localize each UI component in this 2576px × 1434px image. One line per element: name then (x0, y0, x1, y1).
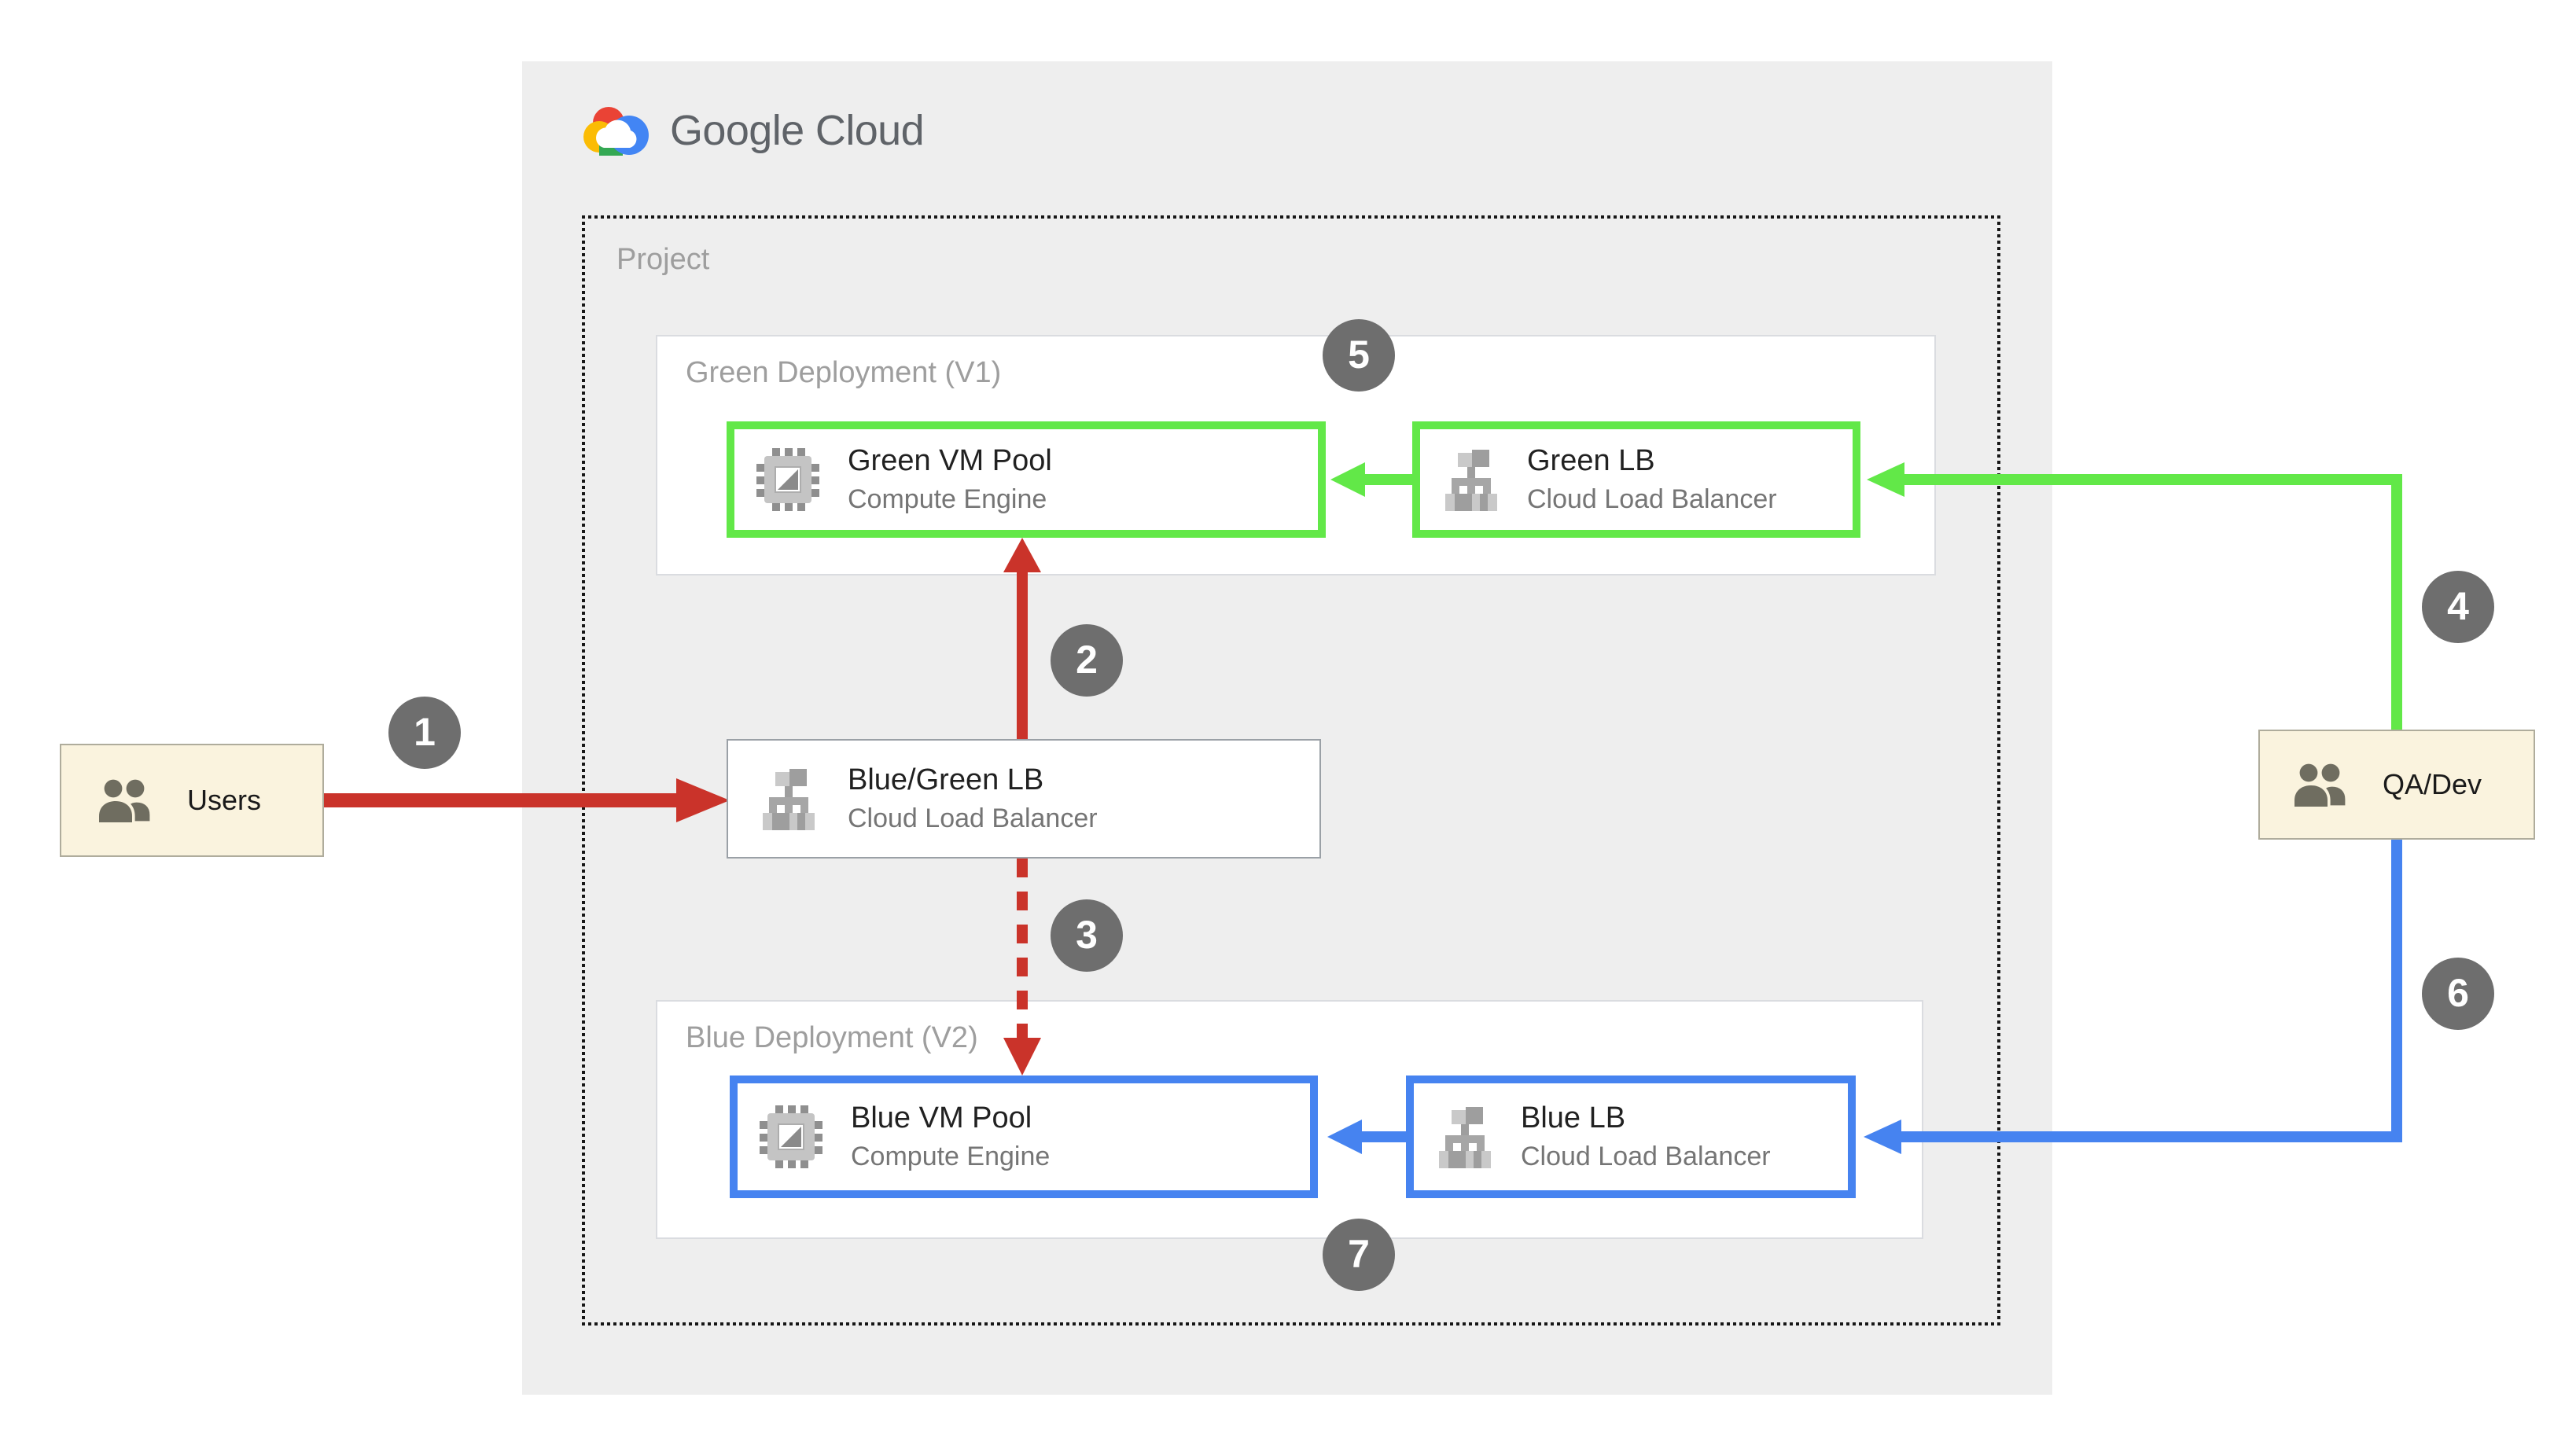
load-balancer-icon (1445, 450, 1497, 511)
step-badge-3: 3 (1051, 899, 1123, 972)
qa-dev-label: QA/Dev (2383, 768, 2482, 800)
compute-engine-icon (760, 1105, 822, 1168)
node-subtitle: Cloud Load Balancer (1521, 1141, 1771, 1171)
qa-dev-node: QA/Dev (2258, 730, 2535, 840)
step-badge-2: 2 (1051, 624, 1123, 697)
node-green-lb: Green LB Cloud Load Balancer (1412, 421, 1860, 538)
google-cloud-logo: Google Cloud (582, 101, 925, 160)
node-title: Green VM Pool (848, 445, 1052, 479)
project-container: Project (582, 215, 2000, 1326)
node-title: Blue/Green LB (848, 764, 1044, 798)
step-badge-6: 6 (2422, 958, 2494, 1030)
qa-dev-icon (2294, 763, 2348, 807)
green-deployment-label: Green Deployment (V1) (686, 357, 1002, 390)
load-balancer-icon (1439, 1107, 1491, 1168)
node-subtitle: Compute Engine (851, 1141, 1051, 1171)
step-badge-1: 1 (388, 697, 461, 769)
node-subtitle: Cloud Load Balancer (1527, 484, 1777, 514)
project-label: Project (616, 244, 710, 277)
node-green-vm-pool: Green VM Pool Compute Engine (727, 421, 1326, 538)
users-icon (99, 779, 153, 822)
blue-deployment-label: Blue Deployment (V2) (686, 1022, 978, 1055)
node-blue-lb: Blue LB Cloud Load Balancer (1406, 1076, 1856, 1198)
users-label: Users (187, 784, 262, 815)
google-cloud-logo-text: Google Cloud (670, 106, 925, 153)
step-badge-7: 7 (1323, 1219, 1395, 1291)
load-balancer-icon (763, 769, 815, 830)
compute-engine-icon (756, 448, 819, 511)
node-title: Green LB (1527, 445, 1655, 479)
node-blue-vm-pool: Blue VM Pool Compute Engine (730, 1076, 1318, 1198)
node-bluegreen-lb: Blue/Green LB Cloud Load Balancer (727, 739, 1321, 859)
step-badge-5: 5 (1323, 319, 1395, 392)
step-badge-4: 4 (2422, 571, 2494, 643)
node-subtitle: Cloud Load Balancer (848, 803, 1098, 833)
node-title: Blue VM Pool (851, 1102, 1032, 1136)
users-node: Users (60, 744, 324, 857)
node-title: Blue LB (1521, 1102, 1626, 1136)
node-subtitle: Compute Engine (848, 484, 1047, 514)
google-cloud-logo-icon (583, 107, 649, 156)
